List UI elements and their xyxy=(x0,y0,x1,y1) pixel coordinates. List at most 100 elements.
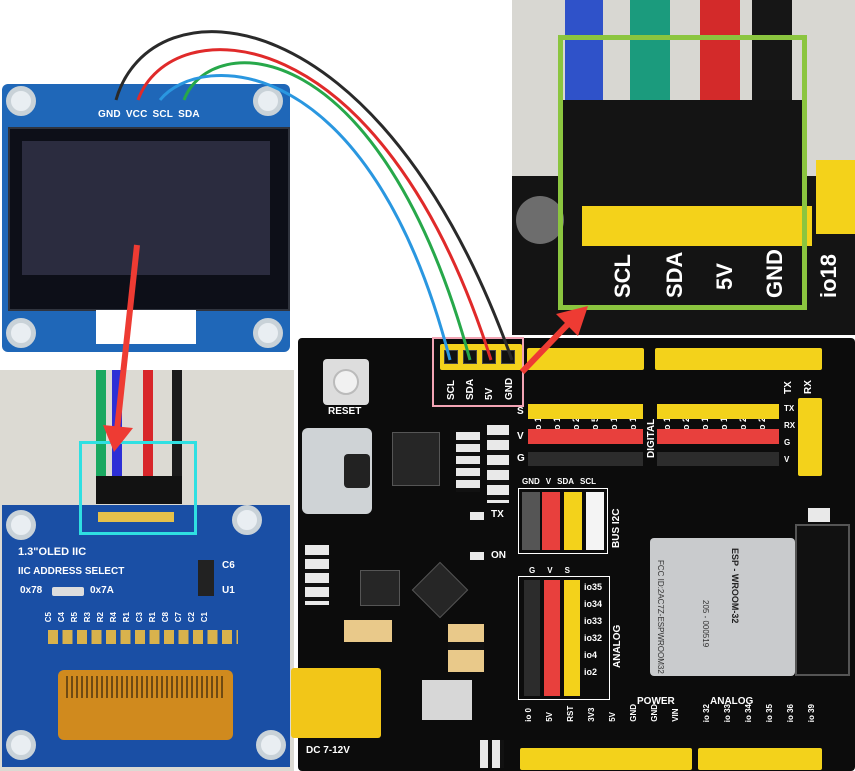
arrow-red-up xyxy=(519,319,573,375)
oled-ribbon xyxy=(96,310,196,344)
address-0x78: 0x78 xyxy=(20,585,43,596)
s-row-right xyxy=(657,404,779,419)
bus-sda-col xyxy=(564,492,582,550)
analog-frame xyxy=(518,576,610,700)
digital-header-left xyxy=(527,348,644,370)
arrow-red-down-head xyxy=(103,425,133,452)
on-led xyxy=(470,552,484,560)
analog-s-col xyxy=(564,580,580,696)
v-row-right xyxy=(657,429,779,444)
zoom-next-header xyxy=(816,160,855,234)
analog-bottom-label: ANALOG xyxy=(710,696,754,707)
smd-part xyxy=(808,508,830,522)
bus-header-label: SCL xyxy=(580,477,597,486)
analog-bottom-header xyxy=(698,748,822,770)
mount-hole xyxy=(232,505,262,535)
zoom-mount xyxy=(516,196,564,244)
smd-components xyxy=(48,630,238,644)
wire-red-short xyxy=(143,370,153,478)
address-jumper xyxy=(52,587,84,596)
bus-scl-col xyxy=(586,492,604,550)
mount-hole xyxy=(253,318,283,348)
oled-back-subtitle: IIC ADDRESS SELECT xyxy=(18,566,125,577)
bus-header-label: SDA xyxy=(557,477,575,486)
v-row-left xyxy=(528,429,643,444)
ic-chip xyxy=(360,570,400,606)
address-0x7a: 0x7A xyxy=(90,585,114,596)
label-c6: C6 xyxy=(222,560,235,571)
oled-pin-scl: SCL xyxy=(152,109,174,120)
analog-pin-label: io34 xyxy=(584,599,603,609)
arrow-red-up-head xyxy=(556,306,588,336)
zoom-wire-blue xyxy=(565,0,603,110)
zoom-header-strip xyxy=(582,206,812,246)
oled-pin-labels: GND VCC SCL SDA xyxy=(98,109,202,120)
esp32-antenna xyxy=(795,524,850,676)
analog-g-col xyxy=(524,580,540,696)
bus-i2c-header-labels: GND V SDA SCL xyxy=(522,477,596,486)
bus-header-label: V xyxy=(545,477,552,486)
zoom-dupont-housing xyxy=(562,100,806,210)
smd-row xyxy=(456,432,480,492)
g-row-right xyxy=(657,452,779,466)
highlight-box-green xyxy=(558,35,807,310)
analog-pin-label: io2 xyxy=(584,667,598,677)
dc-power-jack[interactable] xyxy=(291,668,381,738)
dupont-connector xyxy=(96,476,182,504)
smd-part xyxy=(480,740,504,768)
reset-button-cap[interactable] xyxy=(333,369,359,395)
bus-v-col xyxy=(542,492,560,550)
serial-v: V xyxy=(784,455,790,464)
analog-pin-label: io33 xyxy=(584,616,603,626)
on-led-label: ON xyxy=(491,550,506,561)
tx-led xyxy=(470,512,484,520)
serial-tx: TX xyxy=(784,404,795,413)
voltage-regulator xyxy=(422,680,472,720)
fpc-traces xyxy=(66,676,226,698)
mount-hole xyxy=(6,510,36,540)
oled-pin-sda: SDA xyxy=(178,109,200,120)
serial-rx: RX xyxy=(784,421,796,430)
row-v: V xyxy=(517,431,524,442)
serial-labels: TX RX G V xyxy=(784,404,795,464)
oled-pin-gnd: GND xyxy=(98,109,121,120)
serial-g: G xyxy=(784,438,791,447)
oled-back-title: 1.3"OLED IIC xyxy=(18,546,87,558)
g-row-left xyxy=(528,452,643,466)
usb-c-opening xyxy=(344,454,370,488)
zoom-wire-black xyxy=(752,0,792,110)
smd-row xyxy=(305,545,329,605)
power-label: POWER xyxy=(637,696,675,707)
mount-hole xyxy=(6,730,36,760)
arrow-red-down xyxy=(114,244,140,431)
dc-label: DC 7-12V xyxy=(306,745,350,756)
mount-hole xyxy=(256,730,286,760)
serial-header xyxy=(798,398,822,476)
esp32-module xyxy=(650,538,795,676)
highlight-box-cyan xyxy=(79,441,197,535)
bus-header-label: GND xyxy=(522,477,540,486)
bus-gnd-col xyxy=(522,492,540,550)
wire-red xyxy=(136,48,493,361)
wire-blue xyxy=(158,73,452,361)
wire-black-short xyxy=(172,370,182,478)
s-row-left xyxy=(528,404,643,419)
analog-pin-label: io4 xyxy=(584,650,598,660)
wire-green-short xyxy=(96,370,106,478)
smd-row xyxy=(487,425,509,503)
analog-pin-label: io35 xyxy=(584,582,603,592)
analog-v-col xyxy=(544,580,560,696)
mount-hole xyxy=(6,318,36,348)
row-g: G xyxy=(517,453,525,464)
mount-hole xyxy=(6,86,36,116)
regulator-chip xyxy=(198,560,214,596)
analog-header-label: G xyxy=(529,566,536,575)
zoom-wire-red xyxy=(700,0,740,110)
reset-label: RESET xyxy=(328,406,362,417)
pin-header-pads xyxy=(98,512,174,522)
label-u1: U1 xyxy=(222,585,235,596)
tx-led-label: TX xyxy=(491,509,504,520)
